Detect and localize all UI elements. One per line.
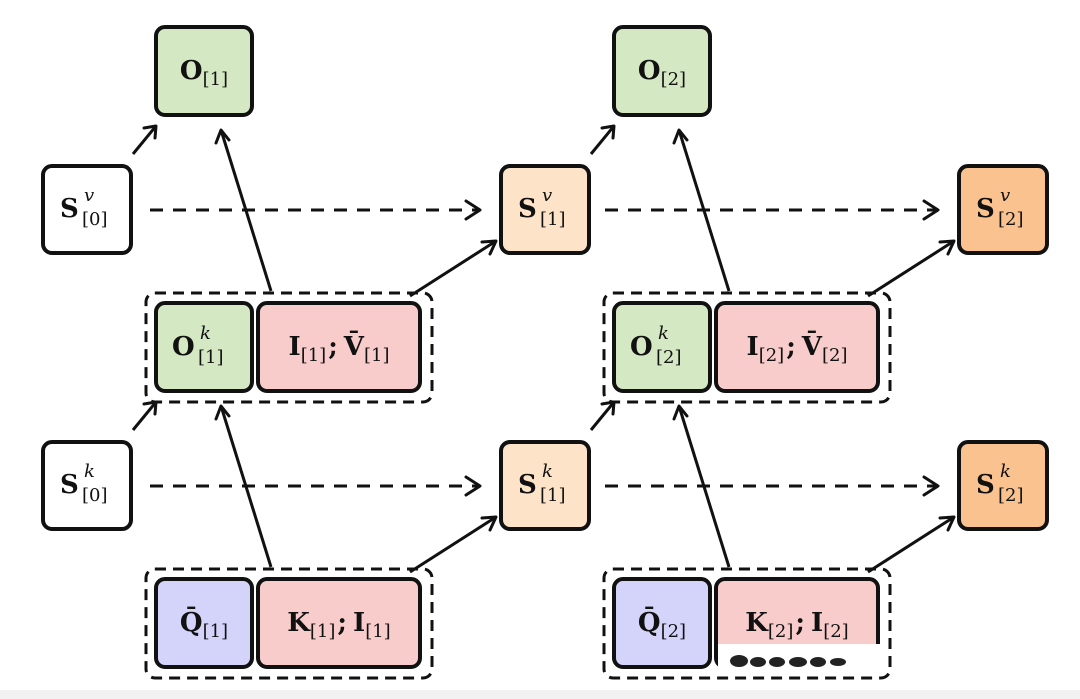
node-q1: Q̄[1] — [154, 577, 254, 669]
bottom-strip — [0, 690, 1080, 699]
svg-text:[1]: [1] — [198, 347, 224, 368]
svg-text:[2]: [2] — [656, 347, 682, 368]
node-sk2: S k [2] — [957, 440, 1049, 531]
svg-text:S: S — [976, 470, 995, 500]
svg-text:O: O — [630, 332, 653, 362]
svg-text:[0]: [0] — [82, 209, 108, 230]
arrow-iv1-to-sv1 — [409, 239, 498, 298]
node-ok1: O k [1] — [154, 301, 254, 393]
arrow-sv1-to-o2 — [589, 124, 616, 155]
arrow-ki1-to-sk1 — [409, 515, 498, 574]
svg-text:S: S — [60, 470, 79, 500]
svg-text:k: k — [658, 323, 669, 344]
arrow-iv2-to-o2 — [672, 128, 731, 292]
svg-text:k: k — [1000, 461, 1011, 482]
svg-text:O: O — [172, 332, 195, 362]
svg-text:Q̄[1]: Q̄[1] — [180, 606, 228, 642]
svg-text:S: S — [518, 194, 537, 224]
node-q2: Q̄[2] — [612, 577, 712, 669]
svg-text:[1]: [1] — [540, 209, 566, 230]
group-box-q1-ki1 — [144, 567, 434, 680]
svg-text:[2]: [2] — [998, 485, 1024, 506]
svg-text:v: v — [1000, 185, 1010, 206]
arrow-sk1-to-sk2 — [605, 475, 940, 497]
svg-text:v: v — [84, 185, 94, 206]
group-box-o2k-iv2 — [602, 291, 892, 404]
watermark-smudge — [718, 644, 886, 674]
node-iv1: I[1];V̄[1] — [256, 301, 422, 393]
svg-text:k: k — [542, 461, 553, 482]
svg-text:[2]: [2] — [998, 209, 1024, 230]
node-ok2: O k [2] — [612, 301, 712, 393]
node-ki1: K[1];I[1] — [256, 577, 422, 669]
arrow-ki2-to-sk2 — [867, 515, 956, 574]
arrow-sv0-to-o1 — [131, 124, 158, 155]
arrow-ki2-to-o2k — [672, 404, 731, 568]
node-o2: O[2] — [612, 25, 712, 117]
arrow-ki1-to-o1k — [214, 404, 273, 568]
svg-text:Q̄[2]: Q̄[2] — [638, 606, 686, 642]
svg-text:K[1];I[1]: K[1];I[1] — [287, 608, 390, 642]
svg-text:O[2]: O[2] — [638, 56, 686, 90]
arrow-iv1-to-o1 — [214, 128, 273, 292]
svg-text:k: k — [200, 323, 211, 344]
svg-text:k: k — [84, 461, 95, 482]
node-sv2: S v [2] — [957, 164, 1049, 255]
svg-text:v: v — [542, 185, 552, 206]
svg-text:[1]: [1] — [540, 485, 566, 506]
node-sk1: S k [1] — [499, 440, 591, 531]
node-sv0: S v [0] — [41, 164, 133, 255]
arrow-sk0-to-o1k — [131, 400, 158, 431]
node-sv1: S v [1] — [499, 164, 591, 255]
svg-text:O[1]: O[1] — [180, 56, 228, 90]
arrow-sv1-to-sv2 — [605, 199, 940, 221]
svg-text:[0]: [0] — [82, 485, 108, 506]
node-sk0: S k [0] — [41, 440, 133, 531]
group-box-o1k-iv1 — [144, 291, 434, 404]
svg-text:I[2];V̄[2]: I[2];V̄[2] — [747, 330, 848, 366]
svg-text:S: S — [60, 194, 79, 224]
arrow-sk1-to-o2k — [589, 400, 616, 431]
arrow-sk0-to-sk1 — [150, 475, 482, 497]
svg-text:S: S — [976, 194, 995, 224]
node-iv2: I[2];V̄[2] — [714, 301, 880, 393]
svg-text:K[2];I[2]: K[2];I[2] — [745, 608, 848, 642]
svg-text:S: S — [518, 470, 537, 500]
arrow-iv2-to-sv2 — [867, 239, 956, 298]
arrow-sv0-to-sv1 — [150, 199, 482, 221]
group-box-q2-ki2 — [602, 567, 892, 680]
svg-text:I[1];V̄[1]: I[1];V̄[1] — [289, 330, 390, 366]
node-o1: O[1] — [154, 25, 254, 117]
